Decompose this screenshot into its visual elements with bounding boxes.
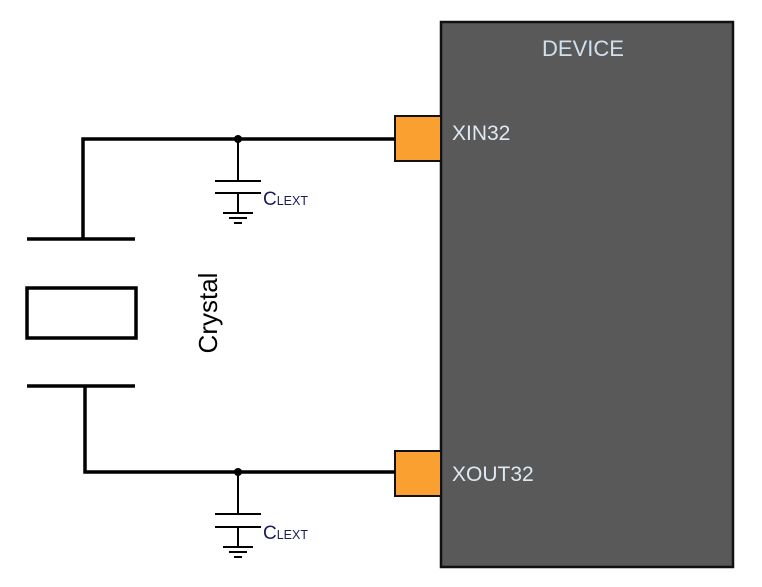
- ground-icon: [223, 546, 253, 558]
- capacitor-bottom: CLEXT: [215, 468, 308, 558]
- cap-top-label: CLEXT: [263, 189, 308, 210]
- pin-pad-xout32: [394, 450, 442, 497]
- cap-bottom-label-main: C: [263, 523, 277, 544]
- wire-bottom-path: [83, 385, 395, 474]
- device-box: [439, 20, 735, 569]
- wire-xin32: [81, 137, 395, 240]
- ground-icon: [223, 212, 253, 224]
- device-title: DEVICE: [542, 36, 624, 61]
- cap-top-label-main: C: [263, 189, 277, 210]
- pin-label-xout32: XOUT32: [452, 463, 534, 486]
- cap-top-label-sub: LEXT: [277, 194, 309, 208]
- crystal-label: Crystal: [193, 273, 223, 354]
- cap-bottom-label-sub: LEXT: [277, 528, 309, 542]
- pin-pad-xin32: [394, 115, 442, 162]
- capacitor-top: CLEXT: [215, 135, 308, 224]
- pin-label-xin32: XIN32: [452, 122, 510, 145]
- wire-top-path: [81, 137, 395, 240]
- wire-xout32: [83, 385, 395, 474]
- device-block: DEVICE: [439, 20, 735, 569]
- crystal-body: [25, 286, 138, 340]
- cap-bottom-label: CLEXT: [263, 523, 308, 544]
- pin-xin32: XIN32: [394, 115, 510, 162]
- crystal-symbol: [25, 237, 138, 388]
